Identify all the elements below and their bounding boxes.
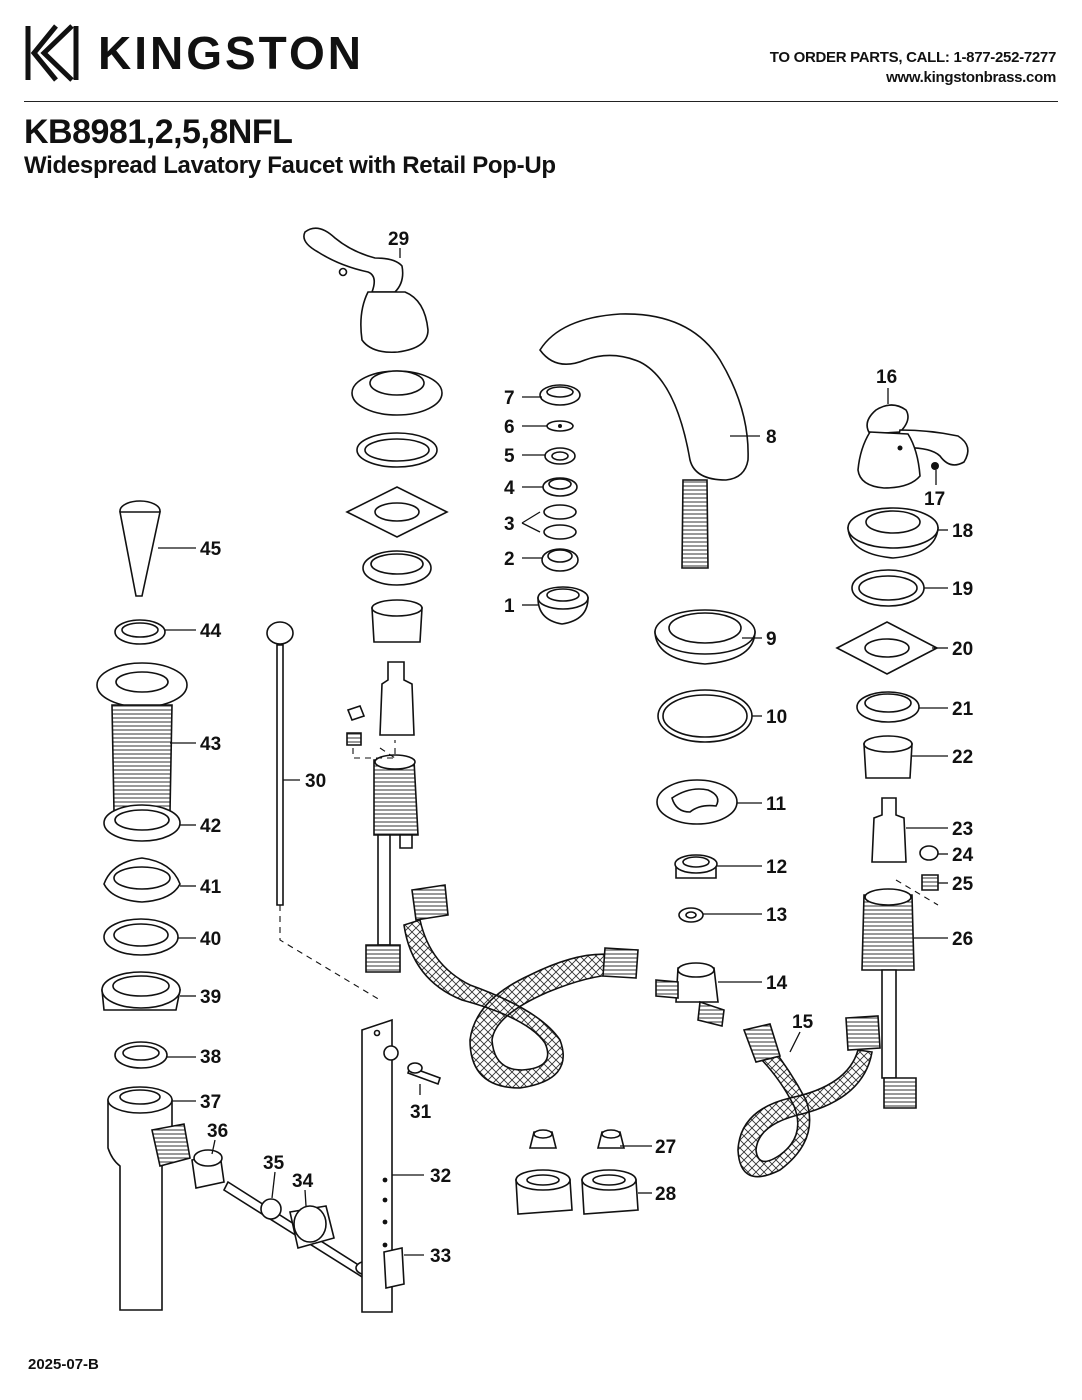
part-label-18: 18 xyxy=(952,521,973,542)
part-label-26: 26 xyxy=(952,929,973,950)
part-label-40: 40 xyxy=(200,929,221,950)
spout-mounting-hardware xyxy=(654,609,756,1027)
part-number-labels: 1 2 3 4 5 6 7 8 9 10 11 12 13 14 15 16 1… xyxy=(200,229,974,1267)
compression-fittings xyxy=(515,1129,639,1215)
part-label-34: 34 xyxy=(292,1171,314,1192)
part-label-35: 35 xyxy=(263,1153,285,1174)
product-description: Widespread Lavatory Faucet with Retail P… xyxy=(24,152,556,179)
part-label-7: 7 xyxy=(504,388,515,409)
part-label-21: 21 xyxy=(952,699,974,720)
website-link[interactable]: www.kingstonbrass.com xyxy=(886,69,1056,86)
model-number: KB8981,2,5,8NFL xyxy=(24,113,293,151)
braided-supply-hoses xyxy=(403,884,881,1178)
part-label-23: 23 xyxy=(952,819,973,840)
part-label-9: 9 xyxy=(766,629,777,650)
left-handle-assembly xyxy=(303,227,449,973)
part-label-32: 32 xyxy=(430,1166,451,1187)
part-label-39: 39 xyxy=(200,987,221,1008)
part-label-20: 20 xyxy=(952,639,973,660)
part-label-19: 19 xyxy=(952,579,973,600)
part-label-4: 4 xyxy=(504,478,515,499)
part-label-14: 14 xyxy=(766,973,788,994)
part-label-11: 11 xyxy=(766,794,787,815)
part-label-43: 43 xyxy=(200,734,221,755)
part-label-2: 2 xyxy=(504,549,515,570)
part-label-1: 1 xyxy=(504,596,515,617)
part-label-15: 15 xyxy=(792,1012,814,1033)
part-label-8: 8 xyxy=(766,427,777,448)
part-label-6: 6 xyxy=(504,417,515,438)
part-label-41: 41 xyxy=(200,877,222,898)
part-label-17: 17 xyxy=(924,489,945,510)
part-label-13: 13 xyxy=(766,905,787,926)
brand-name: KINGSTON xyxy=(98,27,364,79)
part-label-29: 29 xyxy=(388,229,409,250)
part-label-27: 27 xyxy=(655,1137,676,1158)
part-label-42: 42 xyxy=(200,816,221,837)
order-phone: TO ORDER PARTS, CALL: 1-877-252-7277 xyxy=(769,49,1057,66)
part-label-31: 31 xyxy=(410,1102,432,1123)
right-handle-assembly xyxy=(835,404,969,1109)
part-label-22: 22 xyxy=(952,747,973,768)
part-label-24: 24 xyxy=(952,845,974,866)
leader-lines xyxy=(158,248,948,1256)
part-label-30: 30 xyxy=(305,771,326,792)
part-label-3: 3 xyxy=(504,514,515,535)
part-label-38: 38 xyxy=(200,1047,221,1068)
spout-assembly xyxy=(537,313,749,625)
part-label-12: 12 xyxy=(766,857,787,878)
contact-info: TO ORDER PARTS, CALL: 1-877-252-7277 www… xyxy=(769,48,1057,88)
part-label-33: 33 xyxy=(430,1246,451,1267)
part-label-16: 16 xyxy=(876,367,897,388)
part-label-45: 45 xyxy=(200,539,222,560)
revision-code: 2025-07-B xyxy=(28,1356,99,1373)
part-label-36: 36 xyxy=(207,1121,228,1142)
part-label-28: 28 xyxy=(655,1184,676,1205)
part-label-5: 5 xyxy=(504,446,515,467)
kingston-logo-icon xyxy=(25,24,79,82)
part-label-37: 37 xyxy=(200,1092,221,1113)
brand-logo: KINGSTON xyxy=(24,22,364,84)
part-label-25: 25 xyxy=(952,874,974,895)
part-label-10: 10 xyxy=(766,707,787,728)
part-label-44: 44 xyxy=(200,621,222,642)
header-divider xyxy=(24,101,1058,102)
pop-up-drain-assembly xyxy=(96,500,442,1313)
